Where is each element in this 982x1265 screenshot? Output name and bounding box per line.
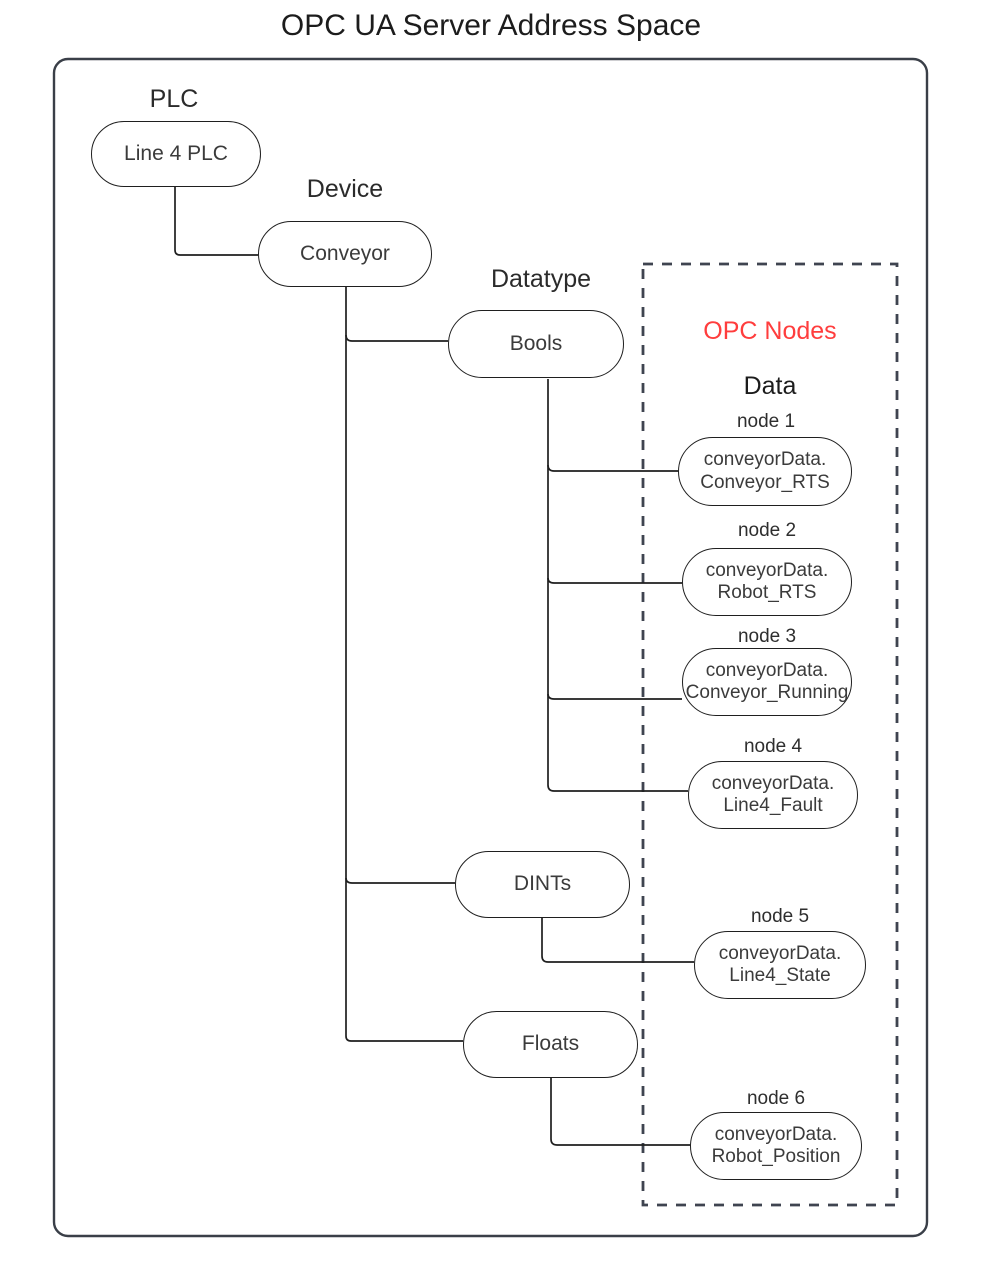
opc-node-1-line1: conveyorData. xyxy=(703,449,827,471)
edge-bools-trunk xyxy=(547,379,688,792)
opc-node-2[interactable]: conveyorData. Robot_RTS xyxy=(682,548,852,616)
opc-node-1[interactable]: conveyorData. Conveyor_RTS xyxy=(678,437,852,506)
edge-bools-to-node1 xyxy=(547,464,678,472)
edge-bools-to-node3 xyxy=(547,693,682,700)
opc-node-5-line1: conveyorData. xyxy=(718,942,842,964)
node-datatype-floats-label: Floats xyxy=(521,1032,580,1056)
opc-node-3-caption: node 3 xyxy=(737,626,797,647)
opc-node-6-line1: conveyorData. xyxy=(714,1123,838,1145)
opc-node-4[interactable]: conveyorData. Line4_Fault xyxy=(688,761,858,829)
edge-bools-to-node2 xyxy=(547,577,682,584)
opc-node-1-caption: node 1 xyxy=(736,411,796,432)
node-datatype-floats[interactable]: Floats xyxy=(463,1011,638,1078)
opc-node-3-line1: conveyorData. xyxy=(705,659,829,681)
node-line4-plc-label: Line 4 PLC xyxy=(124,141,228,165)
opc-node-4-caption: node 4 xyxy=(743,736,803,757)
node-datatype-dints-label: DINTs xyxy=(513,872,572,896)
opc-node-6-caption: node 6 xyxy=(746,1088,806,1109)
opc-node-5[interactable]: conveyorData. Line4_State xyxy=(694,931,866,999)
edge-conveyor-to-dints xyxy=(345,877,455,884)
edge-floats-to-node6 xyxy=(550,1078,690,1146)
opc-node-4-line2: Line4_Fault xyxy=(723,795,823,816)
opc-node-1-line2: Conveyor_RTS xyxy=(700,471,830,493)
page-title: OPC UA Server Address Space xyxy=(280,9,702,42)
opc-node-5-line2: Line4_State xyxy=(729,965,831,986)
opc-node-4-line1: conveyorData. xyxy=(711,772,835,794)
opc-node-2-line2: Robot_RTS xyxy=(717,582,817,603)
group-label-device: Device xyxy=(306,175,384,203)
edge-conveyor-trunk xyxy=(345,287,463,1042)
node-line4-plc[interactable]: Line 4 PLC xyxy=(91,121,261,187)
opc-node-2-caption: node 2 xyxy=(737,520,797,541)
node-conveyor-label: Conveyor xyxy=(300,241,390,265)
node-datatype-dints[interactable]: DINTs xyxy=(455,851,630,918)
opc-node-5-caption: node 5 xyxy=(750,906,810,927)
opc-nodes-region xyxy=(641,262,899,1207)
opc-node-2-line1: conveyorData. xyxy=(705,559,829,581)
node-datatype-bools[interactable]: Bools xyxy=(448,310,624,378)
opc-nodes-label: OPC Nodes xyxy=(703,317,837,345)
opc-node-3[interactable]: conveyorData. Conveyor_Running xyxy=(682,648,852,716)
opc-node-3-line2: Conveyor_Running xyxy=(685,682,849,703)
group-label-datatype: Datatype xyxy=(490,265,592,293)
edge-dints-to-node5 xyxy=(541,918,694,963)
group-label-plc: PLC xyxy=(149,85,199,113)
edge-conveyor-to-bools xyxy=(345,334,448,342)
edge-plc-to-conveyor xyxy=(174,187,258,256)
node-conveyor[interactable]: Conveyor xyxy=(258,221,432,287)
node-datatype-bools-label: Bools xyxy=(509,331,563,355)
opc-node-6-line2: Robot_Position xyxy=(711,1146,841,1167)
opc-node-6[interactable]: conveyorData. Robot_Position xyxy=(690,1112,862,1180)
data-label: Data xyxy=(743,372,797,400)
